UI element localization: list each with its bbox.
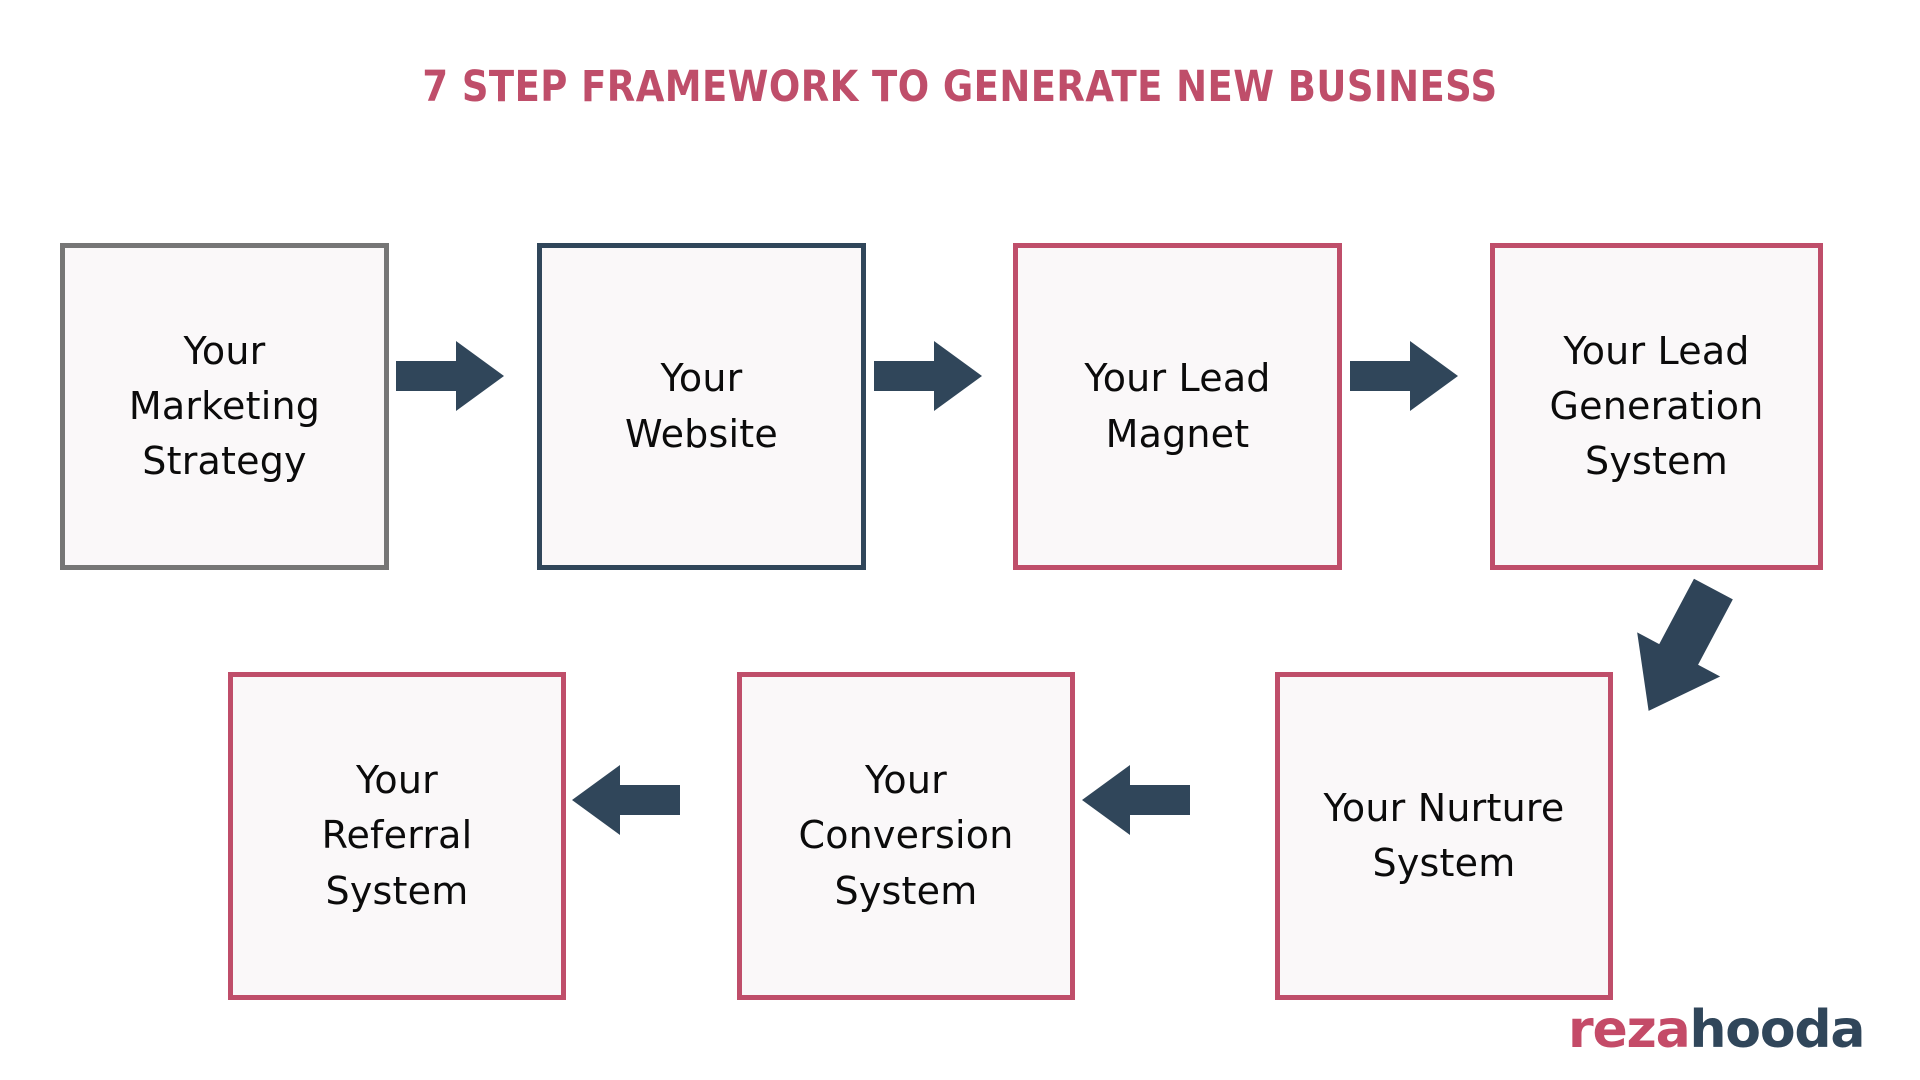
arrow-right-icon bbox=[874, 341, 982, 411]
step-box-website: Your Website bbox=[537, 243, 866, 570]
step-box-label: Your Nurture System bbox=[1323, 785, 1565, 885]
step-box-label: Your Website bbox=[625, 356, 778, 456]
step-box-label: Your Marketing Strategy bbox=[128, 328, 321, 484]
step-box-lead-generation-system: Your Lead Generation System bbox=[1490, 243, 1823, 570]
step-box-label: Your Lead Generation System bbox=[1549, 328, 1764, 484]
arrow-left-icon bbox=[572, 765, 680, 835]
step-box-label: Your Conversion System bbox=[798, 758, 1014, 913]
brand-logo-part-one: reza bbox=[1568, 1000, 1691, 1060]
step-box-marketing-strategy: Your Marketing Strategy bbox=[60, 243, 389, 570]
step-box-nurture-system: Your Nurture System bbox=[1275, 672, 1613, 1000]
step-box-referral-system: Your Referral System bbox=[228, 672, 566, 1000]
arrow-right-icon bbox=[1350, 341, 1458, 411]
step-box-lead-magnet: Your Lead Magnet bbox=[1013, 243, 1342, 570]
arrow-down-left-icon bbox=[1606, 575, 1756, 725]
step-box-label: Your Lead Magnet bbox=[1084, 356, 1271, 456]
brand-logo-part-two: hooda bbox=[1689, 1000, 1865, 1060]
arrow-left-icon bbox=[1082, 765, 1190, 835]
step-box-conversion-system: Your Conversion System bbox=[737, 672, 1075, 1000]
brand-logo: rezahooda bbox=[1568, 1004, 1865, 1056]
page-title: 7 STEP FRAMEWORK TO GENERATE NEW BUSINES… bbox=[422, 62, 1498, 112]
step-box-label: Your Referral System bbox=[321, 758, 473, 913]
arrow-right-icon bbox=[396, 341, 504, 411]
